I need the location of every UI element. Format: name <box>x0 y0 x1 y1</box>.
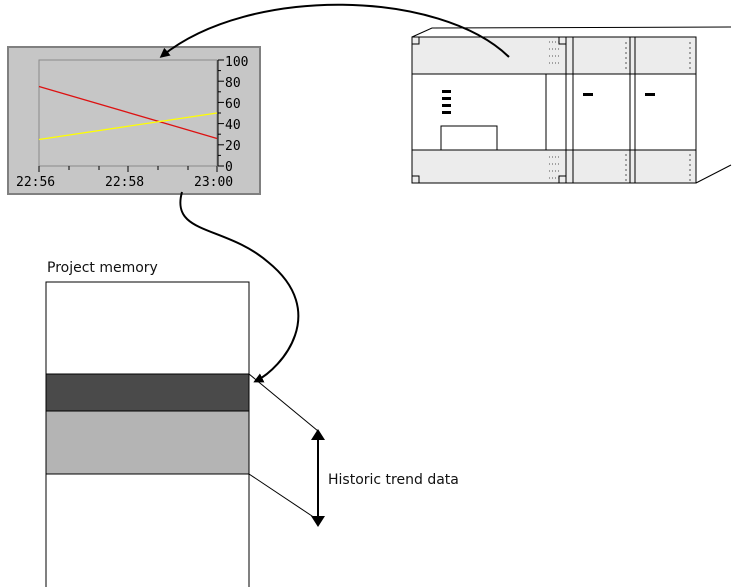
y-tick-label: 20 <box>225 139 241 154</box>
memory-trend-segment <box>45 410 250 475</box>
trend-display-panel: 100 80 60 40 20 0 22:56 22:58 23:00 <box>7 46 261 195</box>
y-tick-label: 60 <box>225 97 241 112</box>
plc-device <box>411 26 732 184</box>
plc-bracket <box>558 37 566 45</box>
trend-x-tick-marks <box>38 166 218 172</box>
trend-x-tick-labels: 22:56 22:58 23:00 <box>16 175 233 190</box>
trend-series-group <box>38 85 218 141</box>
plc-module-led <box>583 93 593 96</box>
plc-to-display-arrow <box>159 3 510 58</box>
y-tick-label: 0 <box>225 160 233 175</box>
y-tick-label: 100 <box>225 55 248 70</box>
y-tick-label: 80 <box>225 76 241 91</box>
plc-led-indicators <box>442 90 451 114</box>
trend-series-line-2 <box>38 112 218 141</box>
x-tick-label: 23:00 <box>194 175 233 190</box>
trend-y-tick-marks <box>218 59 224 167</box>
trend-y-tick-labels: 100 80 60 40 20 0 <box>225 55 248 175</box>
x-tick-label: 22:58 <box>105 175 144 190</box>
historic-trend-bracket <box>248 373 325 527</box>
plc-top-edge <box>411 26 732 38</box>
historic-trend-label: Historic trend data <box>328 472 459 488</box>
plc-bracket <box>412 175 420 183</box>
plc-bracket <box>558 175 566 183</box>
bracket-arrow-up <box>311 429 325 440</box>
y-tick-label: 40 <box>225 118 241 133</box>
x-tick-label: 22:56 <box>16 175 55 190</box>
trend-series-line-1 <box>38 85 218 140</box>
memory-dark-segment <box>45 373 250 412</box>
bracket-arrow-down <box>311 516 325 527</box>
plc-side-edge <box>695 164 732 184</box>
plc-top-rail <box>411 36 697 75</box>
plc-module-led <box>645 93 655 96</box>
plc-bracket <box>412 37 420 45</box>
plc-port-window <box>440 125 498 151</box>
project-memory-block <box>45 281 250 587</box>
project-memory-title: Project memory <box>47 260 158 276</box>
display-to-memory-arrow <box>179 191 300 383</box>
plc-bottom-rail <box>411 149 697 184</box>
